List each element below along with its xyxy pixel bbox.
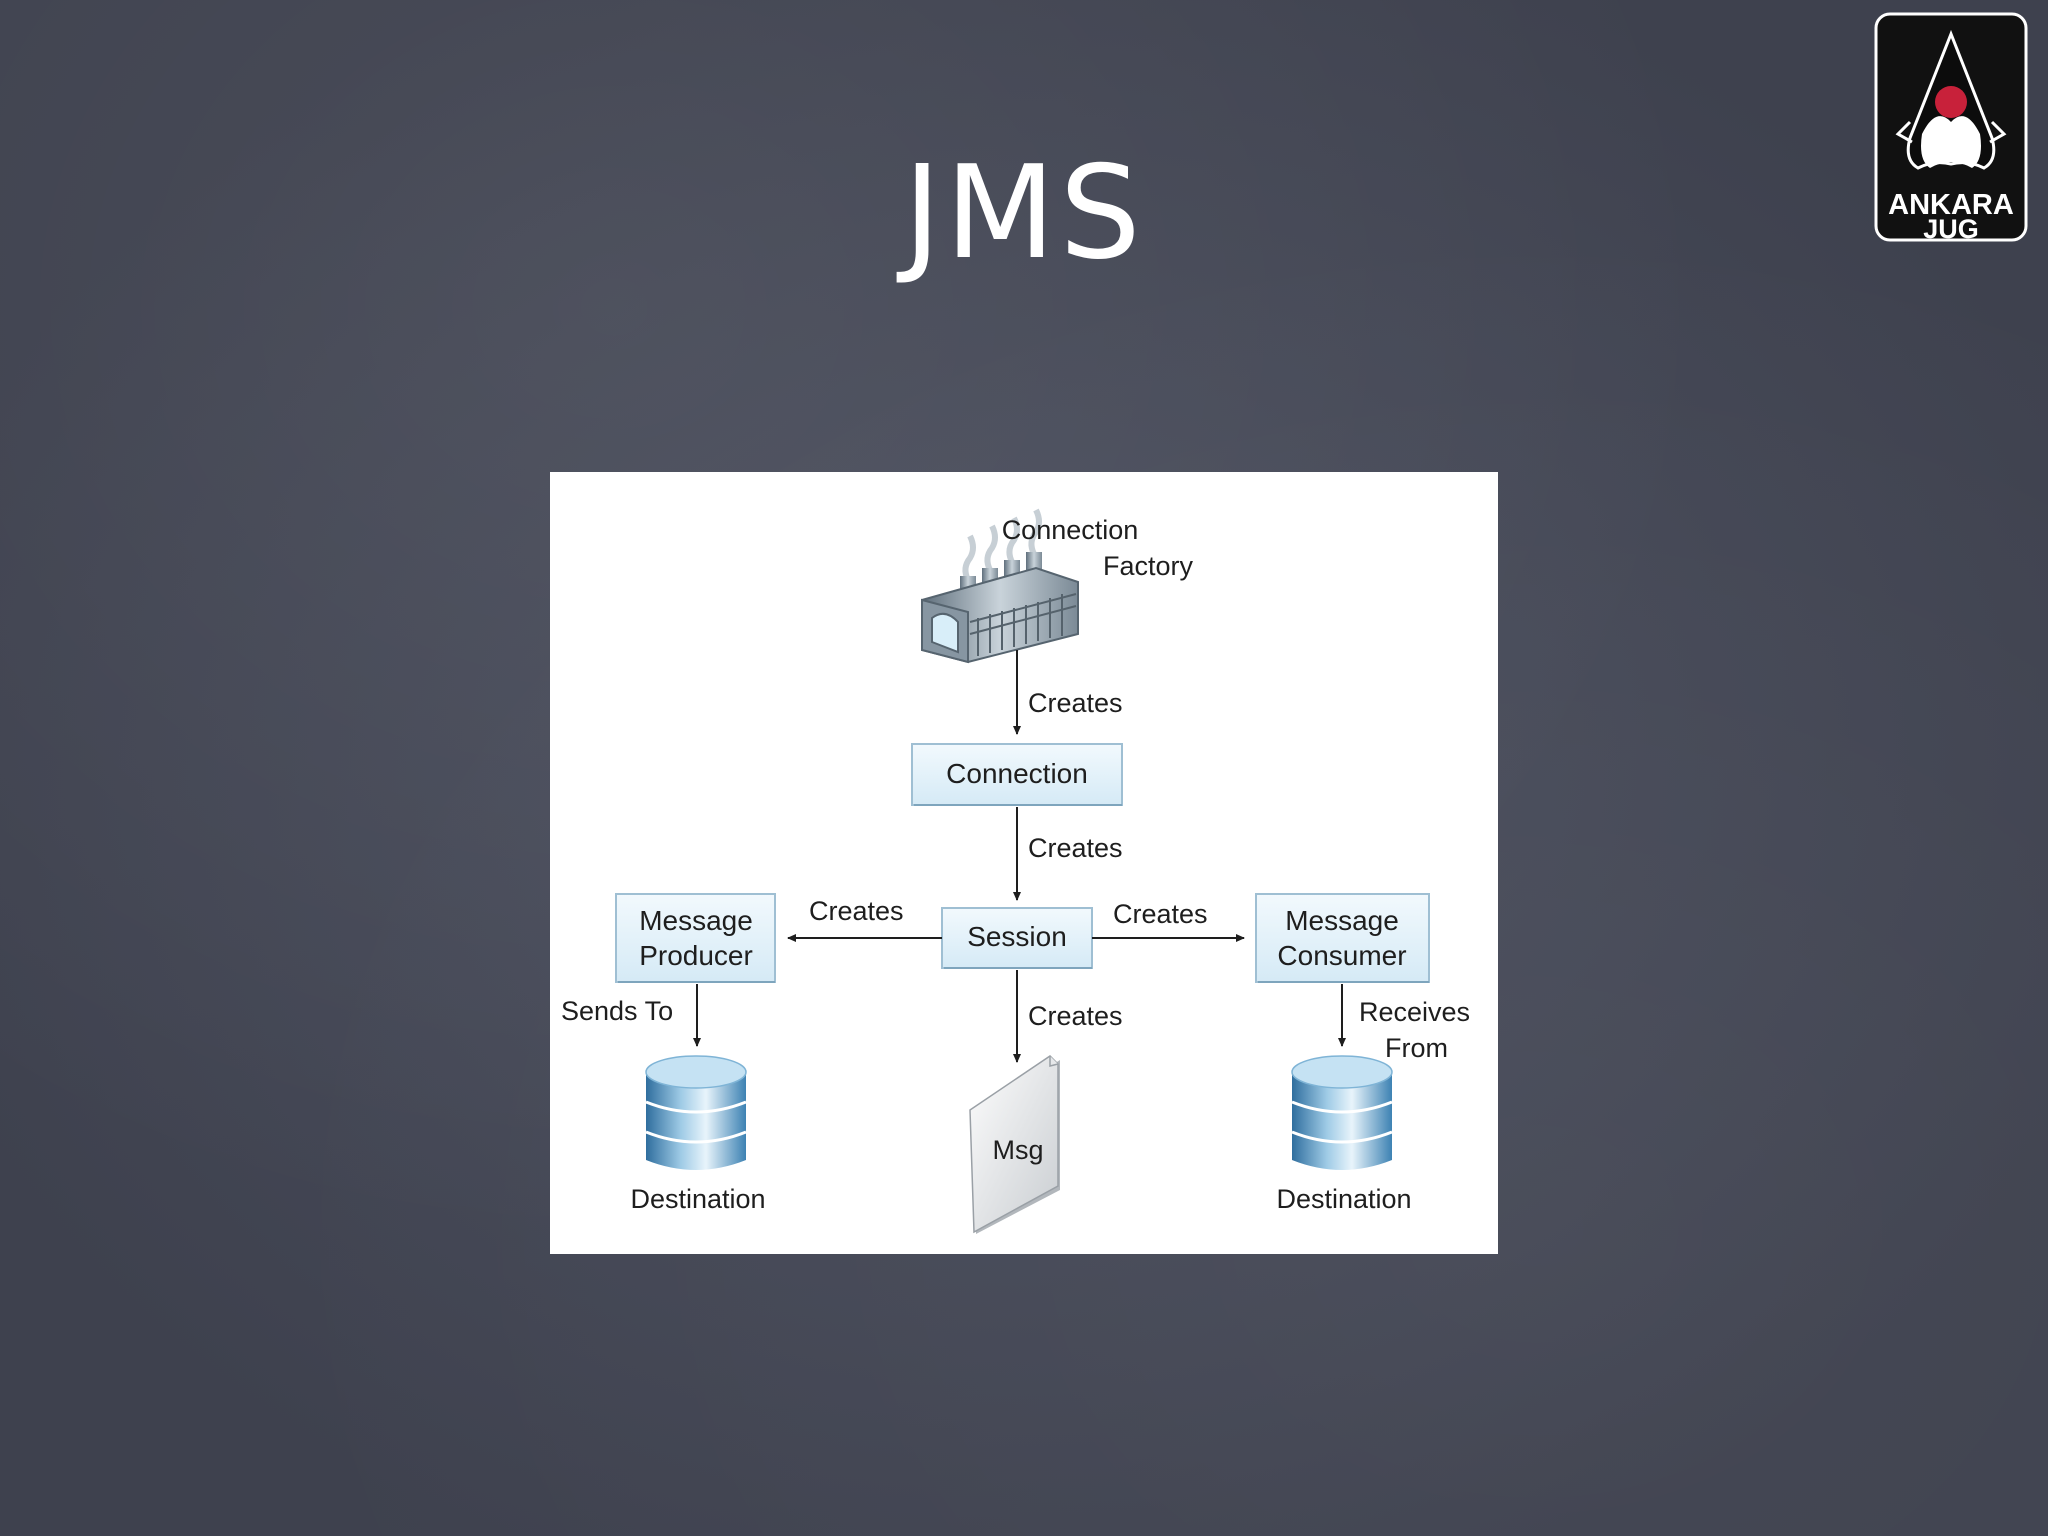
ankara-jug-logo: ANKARA JUG [1872,10,2030,244]
connection-factory-label-line1: Connection [1002,515,1139,545]
connection-label: Connection [946,758,1088,789]
msg-label: Msg [992,1135,1043,1165]
edge-label-factory-creates: Creates [1028,688,1123,718]
destination-right-label: Destination [1276,1184,1411,1214]
edge-label-receives-from-line1: Receives [1359,997,1470,1027]
connection-box: Connection [911,743,1123,806]
edge-label-receives-from-line2: From [1385,1033,1448,1063]
factory-icon [921,508,1079,664]
destination-right-database-icon [1291,1055,1393,1170]
slide-title: JMS [903,139,1145,288]
message-consumer-label-line1: Message [1285,905,1399,936]
connection-factory-label-line2: Factory [1103,551,1194,581]
message-consumer-label-line2: Consumer [1277,940,1406,971]
jms-diagram: Connection Factory Creates Connection Cr… [550,472,1498,1254]
message-consumer-box: Message Consumer [1255,893,1430,983]
edge-label-session-creates-consumer: Creates [1113,899,1208,929]
destination-left-label: Destination [630,1184,765,1214]
logo-line1: ANKARA [1888,189,2014,221]
edge-label-connection-creates: Creates [1028,833,1123,863]
edge-label-session-creates-producer: Creates [809,896,904,926]
logo-line2: JUG [1923,214,1979,244]
destination-left-database-icon [645,1055,747,1170]
message-producer-label-line2: Producer [639,940,753,971]
session-label: Session [967,921,1067,952]
session-box: Session [941,907,1093,969]
edge-label-sends-to: Sends To [561,996,673,1026]
message-producer-label-line1: Message [639,905,753,936]
message-document-icon: Msg [969,1055,1060,1234]
edge-label-session-creates-msg: Creates [1028,1001,1123,1031]
message-producer-box: Message Producer [615,893,776,983]
